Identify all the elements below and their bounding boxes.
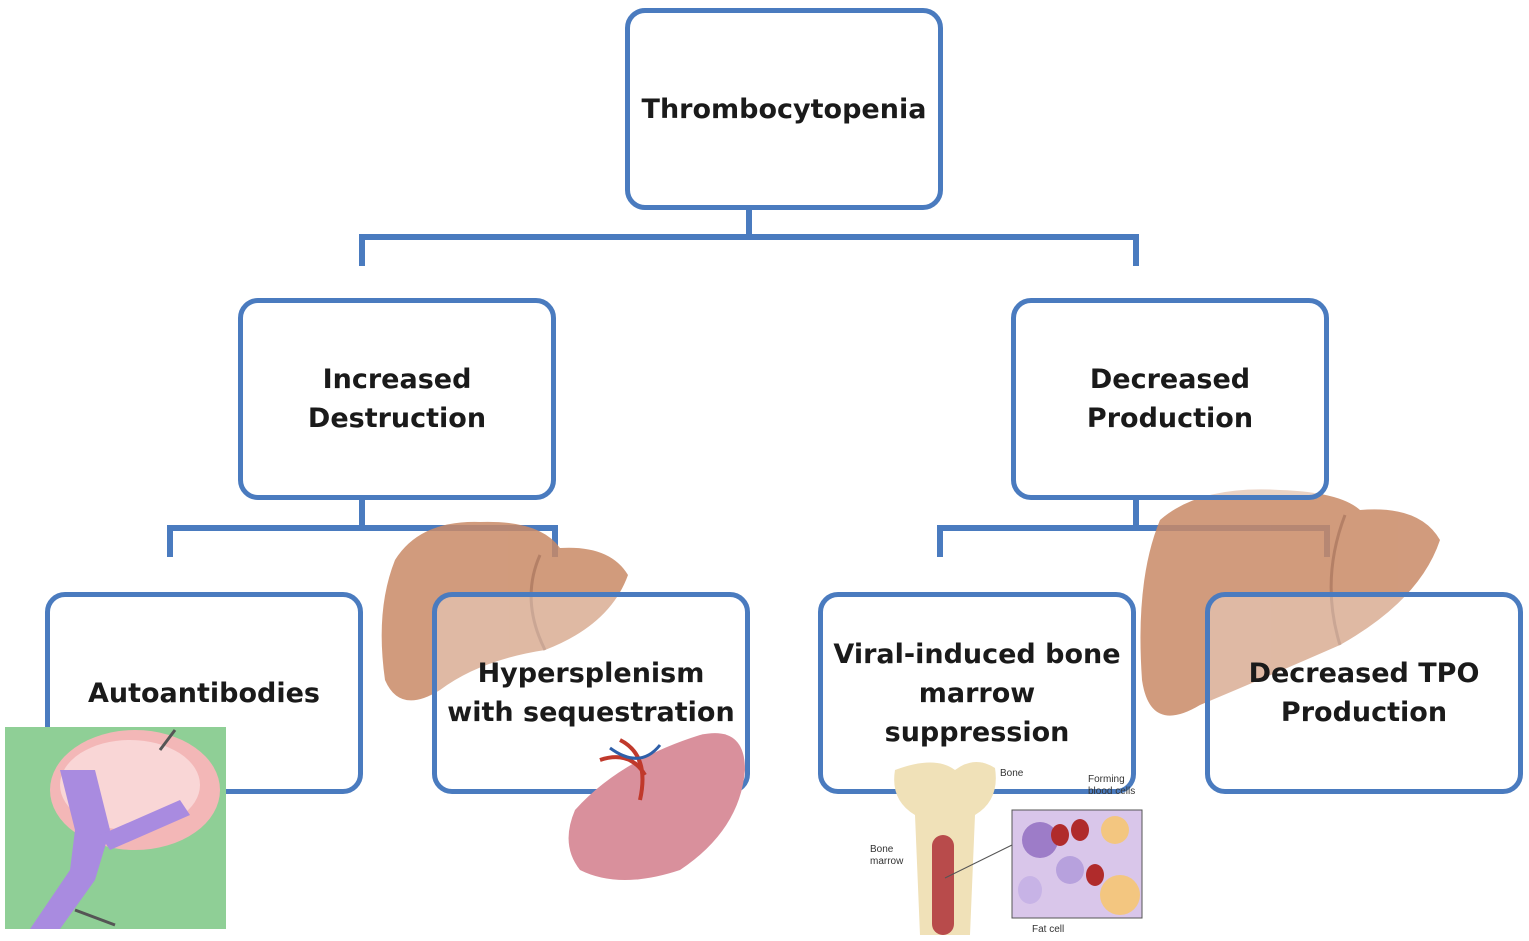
node-label: Decreased TPO Production <box>1248 658 1480 728</box>
node-label: Viral-induced bone marrow suppression <box>833 638 1121 748</box>
node-decreased-tpo-production: Decreased TPO Production <box>1205 592 1523 794</box>
node-label: Hypersplenism with sequestration <box>447 658 735 728</box>
connectors <box>167 210 1330 557</box>
node-label: Decreased Production <box>1086 364 1254 434</box>
bone-marrow-icon <box>894 761 1143 935</box>
node-label: Autoantibodies <box>87 677 321 709</box>
node-thrombocytopenia: Thrombocytopenia <box>625 8 943 210</box>
node-viral-bone-marrow-suppression: Viral-induced bone marrow suppression <box>818 592 1136 794</box>
node-label: Thrombocytopenia <box>641 93 927 125</box>
node-increased-destruction: Increased Destruction <box>238 298 556 500</box>
label-bone-marrow: Bone marrow <box>870 844 904 867</box>
liver-icon <box>1140 489 1440 716</box>
antibody-icon <box>5 727 226 929</box>
node-label: Increased Destruction <box>307 364 487 434</box>
liver-icon <box>381 521 628 701</box>
node-decreased-production: Decreased Production <box>1011 298 1329 500</box>
label-fat-cell: Fat cell <box>1032 924 1065 935</box>
spleen-icon <box>568 733 745 880</box>
label-bone: Bone <box>1000 768 1024 779</box>
label-forming-blood-cells: Forming blood cells <box>1088 774 1136 797</box>
